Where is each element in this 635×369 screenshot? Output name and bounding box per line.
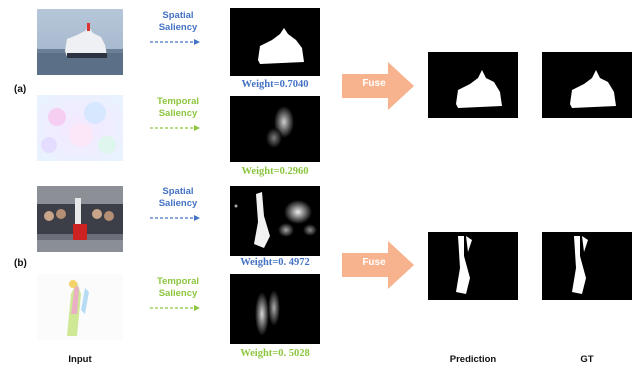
saliency-shape-temporal-b bbox=[255, 290, 280, 336]
caption-prediction: Prediction bbox=[449, 354, 497, 365]
gt-map-a bbox=[542, 52, 632, 118]
saliency-shape-temporal-a bbox=[266, 106, 294, 148]
caption-input: Input bbox=[68, 354, 92, 365]
prediction-shape-dancer bbox=[456, 236, 472, 294]
gt-shape-ship bbox=[570, 70, 616, 108]
dashed-arrow-spatial-a bbox=[150, 39, 200, 45]
spatial-saliency-map-a bbox=[230, 8, 320, 76]
prediction-map-a bbox=[428, 52, 518, 118]
spatial-weight-a: Weight=0.7040 bbox=[241, 79, 309, 90]
row-label-a: (a) bbox=[14, 84, 27, 95]
dashed-arrow-spatial-b bbox=[150, 215, 200, 221]
temporal-weight-a: Weight=0.2960 bbox=[241, 166, 309, 177]
temporal-saliency-map-b bbox=[230, 274, 320, 344]
temporal-label-line1-b: Temporal bbox=[156, 276, 200, 287]
saliency-shape-dancer bbox=[234, 192, 317, 248]
dashed-arrow-temporal-a bbox=[150, 125, 200, 131]
spatial-saliency-label-a: Spatial Saliency bbox=[143, 10, 213, 34]
spatial-weight-b: Weight=0. 4972 bbox=[240, 257, 310, 268]
spatial-saliency-map-b bbox=[230, 186, 320, 256]
fuse-arrow-shape bbox=[342, 62, 414, 110]
ship-photo bbox=[37, 9, 123, 75]
temporal-weight-b: Weight=0. 5028 bbox=[240, 348, 310, 359]
spatial-label-line2-b: Saliency bbox=[158, 198, 198, 209]
spatial-saliency-label-b: Spatial Saliency bbox=[143, 186, 213, 210]
fuse-label-b: Fuse bbox=[362, 257, 386, 268]
optical-flow-image-b bbox=[37, 274, 123, 340]
prediction-shape-ship bbox=[456, 70, 502, 108]
spatial-label-line2: Saliency bbox=[158, 22, 198, 33]
temporal-label-line1: Temporal bbox=[156, 96, 200, 107]
fuse-label-a: Fuse bbox=[362, 78, 386, 89]
temporal-saliency-label-b: Temporal Saliency bbox=[143, 276, 213, 300]
temporal-saliency-map-a bbox=[230, 96, 320, 162]
input-frame-flow-a bbox=[37, 95, 123, 161]
saliency-shape-ship bbox=[258, 28, 304, 64]
temporal-saliency-label-a: Temporal Saliency bbox=[143, 96, 213, 120]
input-frame-ship bbox=[37, 9, 123, 75]
dashed-arrow-temporal-b bbox=[150, 305, 200, 311]
input-frame-flow-b bbox=[37, 274, 123, 340]
optical-flow-image bbox=[37, 95, 123, 161]
gt-map-b bbox=[542, 232, 632, 300]
fuse-arrow-b: Fuse bbox=[342, 241, 414, 289]
spatial-label-line1: Spatial bbox=[162, 10, 194, 21]
prediction-map-b bbox=[428, 232, 518, 300]
row-label-b: (b) bbox=[14, 258, 27, 269]
spatial-label-line1-b: Spatial bbox=[162, 186, 194, 197]
fuse-arrow-shape-b bbox=[342, 241, 414, 289]
caption-gt: GT bbox=[580, 354, 594, 365]
dancer-photo bbox=[37, 186, 123, 252]
gt-shape-dancer bbox=[572, 236, 588, 294]
input-frame-dancer bbox=[37, 186, 123, 252]
temporal-label-line2-b: Saliency bbox=[158, 288, 198, 299]
temporal-label-line2: Saliency bbox=[158, 108, 198, 119]
fuse-arrow-a: Fuse bbox=[342, 62, 414, 110]
